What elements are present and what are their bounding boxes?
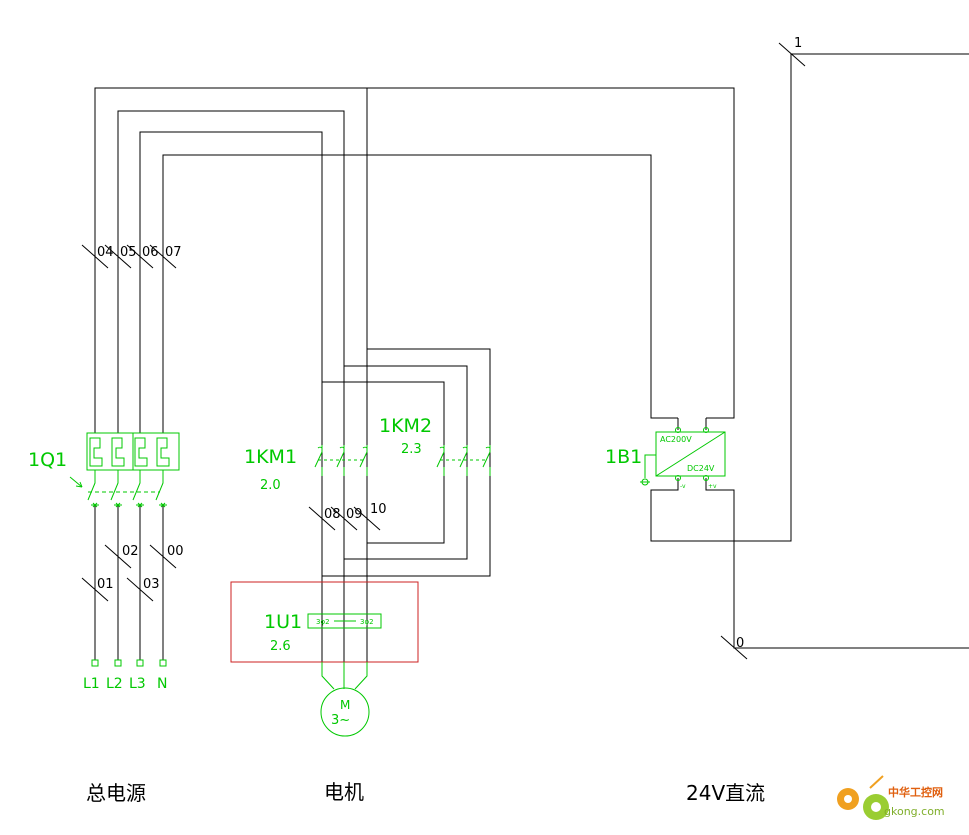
- wire-label-0: 0: [736, 636, 744, 651]
- wire-numbers: 04 05 06 07 08 09 10 02 00 01 03 1 0: [97, 36, 802, 651]
- terminals: [91, 659, 167, 667]
- svg-text:3φ2: 3φ2: [360, 618, 374, 626]
- wire-label-01: 01: [97, 577, 114, 592]
- watermark-logo: [837, 775, 889, 820]
- wire-label-06: 06: [142, 245, 159, 260]
- ps-output-label: DC24V: [687, 464, 715, 473]
- slash-05: [104, 244, 132, 269]
- wire-label-1: 1: [794, 36, 802, 51]
- wire-label-10: 10: [370, 502, 387, 517]
- slash-0: [720, 635, 748, 660]
- km2-link-mid: [344, 365, 468, 560]
- contactor-1KM1: [314, 445, 368, 476]
- wire-label-02: 02: [122, 544, 139, 559]
- wire-24v: [705, 478, 969, 649]
- terminal-L2: L2: [106, 676, 123, 692]
- contactor2-ref: 2.3: [401, 442, 422, 457]
- contactor1-ref: 2.0: [260, 478, 281, 493]
- watermark-url: gkong.com: [884, 805, 945, 818]
- contactor-1KM2: [436, 445, 491, 476]
- wire-label-05: 05: [120, 245, 137, 260]
- slash-02: [104, 544, 132, 569]
- terminal-labels: L1 L2 L3 N: [83, 676, 167, 692]
- power-supply-1B1: [640, 427, 726, 486]
- motor-label: M: [340, 698, 350, 712]
- slash-01: [81, 577, 109, 602]
- slash-03: [126, 577, 154, 602]
- ps-minus-label: -v: [680, 483, 686, 490]
- wire-label-08: 08: [324, 507, 341, 522]
- drive-tag: 1U1: [264, 611, 302, 633]
- slash-00: [149, 544, 177, 569]
- power-supply-tag: 1B1: [605, 446, 642, 468]
- motor: [320, 662, 370, 737]
- terminal-L1: L1: [83, 676, 100, 692]
- slash-09: [330, 506, 358, 531]
- slash-04: [81, 244, 109, 269]
- wire-04: [94, 87, 735, 433]
- caption-dc24: 24V直流: [686, 781, 765, 805]
- ps-plus-label: +v: [708, 483, 717, 490]
- ps-input-label: AC200V: [660, 435, 692, 444]
- main-switch-1Q1: [69, 432, 180, 508]
- contactor2-tag: 1KM2: [379, 415, 432, 437]
- wire-label-03: 03: [143, 577, 160, 592]
- slash-06: [126, 244, 154, 269]
- wire-06: [139, 131, 323, 676]
- svg-text:3φ2: 3φ2: [316, 618, 330, 626]
- wiring: [81, 42, 969, 676]
- wire-07: [162, 154, 678, 433]
- watermark-cn: 中华工控网: [888, 785, 943, 799]
- wire-label-09: 09: [346, 507, 363, 522]
- contactor1-tag: 1KM1: [244, 446, 297, 468]
- km2-link-inner: [322, 381, 445, 544]
- drive-ref: 2.6: [270, 639, 291, 654]
- motor-phase: 3~: [331, 713, 350, 728]
- km2-link-outer: [322, 348, 491, 577]
- drive-1U1: 3φ2 3φ2: [307, 613, 382, 629]
- caption-main-power: 总电源: [86, 781, 146, 805]
- wire-label-00: 00: [167, 544, 184, 559]
- wire-label-07: 07: [165, 245, 182, 260]
- terminal-L3: L3: [129, 676, 146, 692]
- terminal-N: N: [157, 676, 167, 692]
- caption-motor: 电机: [324, 780, 364, 804]
- slash-10: [353, 506, 381, 531]
- main-switch-tag: 1Q1: [28, 449, 67, 471]
- slash-07: [149, 244, 177, 269]
- slash-08: [308, 506, 336, 531]
- wire-05: [117, 110, 345, 676]
- wire-label-04: 04: [97, 245, 114, 260]
- drive-frame: [230, 581, 419, 663]
- slash-1: [778, 42, 806, 67]
